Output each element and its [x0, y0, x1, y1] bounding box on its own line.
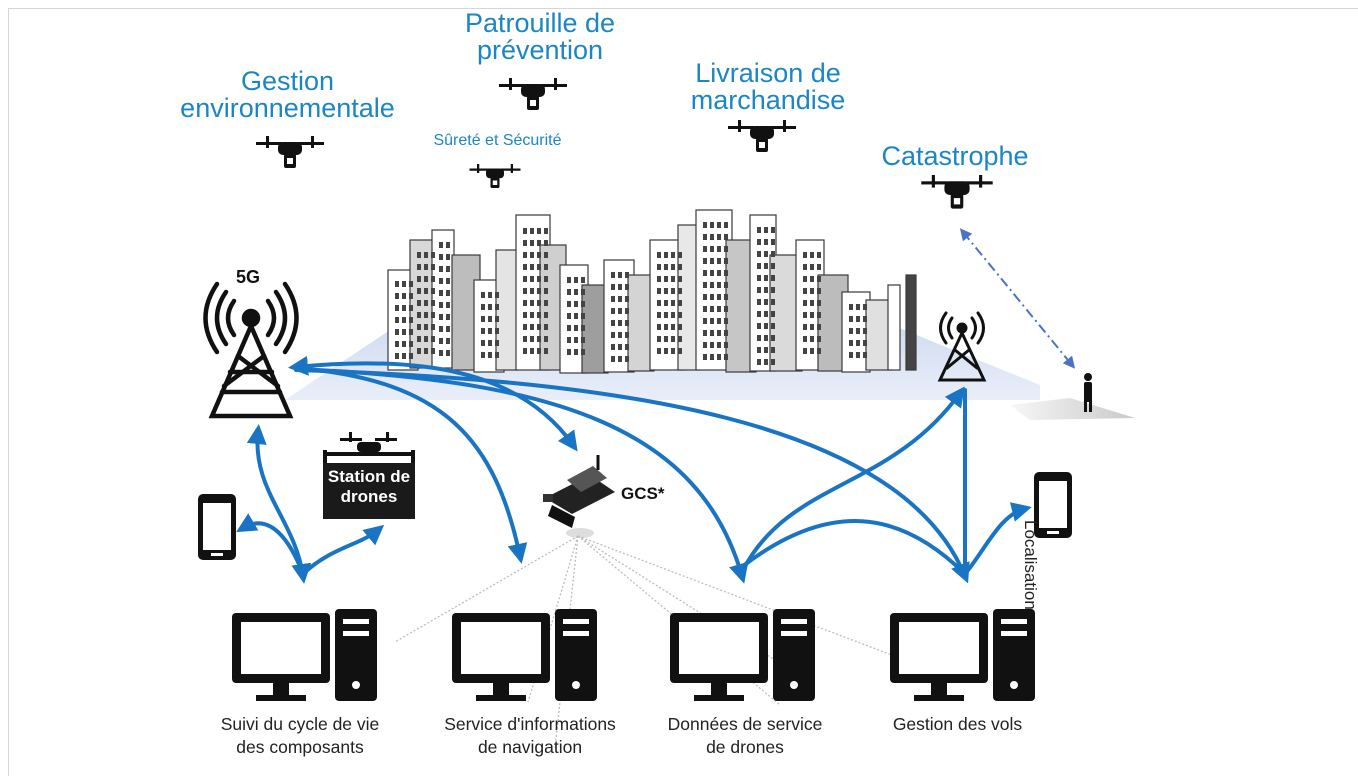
label-gestion-line1: Gestion: [240, 66, 335, 96]
tower-5g-icon: [203, 281, 299, 419]
drone-icon: [256, 136, 324, 168]
computer-icon: [232, 609, 377, 701]
caption-2-line1: Service d'informations: [444, 714, 616, 734]
gcs-device-icon: [543, 455, 615, 538]
label-livraison-line1: Livraison de: [695, 58, 841, 88]
caption-3-line1: Données de service: [667, 714, 823, 734]
computer-icon: [452, 609, 597, 701]
ground-plane: [1010, 398, 1135, 420]
label-patrouille-line2: prévention: [476, 35, 604, 65]
caption-1-line1: Suivi du cycle de vie: [220, 714, 380, 734]
caption-computer-2: Service d'informations de navigation: [415, 713, 645, 759]
label-patrouille-line1: Patrouille de: [464, 8, 616, 38]
caption-4-line1: Gestion des vols: [892, 714, 1023, 734]
label-patrouille: Patrouille de prévention: [440, 10, 640, 64]
label-livraison-line2: marchandise: [690, 85, 846, 115]
caption-computer-4: Gestion des vols: [870, 713, 1045, 736]
computers-group: [232, 609, 1035, 701]
station-drones-badge: Station de drones: [323, 463, 415, 519]
city-skyline: [387, 209, 917, 374]
label-localisation: Localisation: [1021, 520, 1040, 610]
label-gestion-environnementale: Gestion environnementale: [170, 68, 405, 122]
drones-group: [256, 78, 993, 209]
computer-icon: [890, 609, 1035, 701]
phone-left-icon: [198, 494, 236, 560]
caption-computer-3: Données de service de drones: [645, 713, 845, 759]
caption-2-line2: de navigation: [477, 736, 583, 757]
station-line2: drones: [340, 486, 398, 506]
phone-right-icon: [1034, 472, 1072, 538]
caption-1-line2: des composants: [236, 736, 364, 757]
drone-icon: [921, 175, 993, 209]
label-gcs: GCS*: [621, 484, 665, 503]
tower-small-icon: [937, 311, 987, 382]
caption-3-line2: de drones: [706, 736, 784, 757]
label-gestion-line2: environnementale: [180, 93, 395, 123]
computer-icon: [670, 609, 815, 701]
catastrophe-link: [959, 228, 1076, 369]
drone-icon: [728, 120, 796, 152]
network-arrows: [236, 355, 1032, 584]
caption-computer-1: Suivi du cycle de vie des composants: [200, 713, 400, 759]
person-icon: [1084, 373, 1092, 412]
label-catastrophe: Catastrophe: [881, 141, 1029, 171]
label-5g: 5G: [236, 267, 261, 287]
station-line1: Station de: [327, 467, 411, 486]
drone-icon: [499, 78, 567, 110]
city-windows: [395, 222, 867, 365]
label-surete: Sûreté et Sécurité: [433, 132, 562, 149]
station-drone-icon: [323, 432, 415, 464]
drone-icon: [469, 164, 521, 188]
label-livraison: Livraison de marchandise: [678, 60, 858, 114]
